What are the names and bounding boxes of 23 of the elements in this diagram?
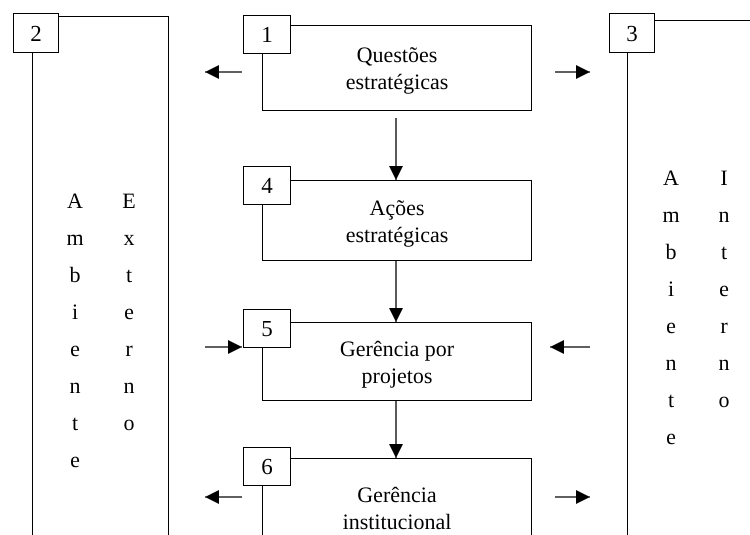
number-tag: 6 [243,447,291,486]
number-tag: 5 [243,309,291,348]
arrow [205,340,242,354]
arrow [555,65,590,79]
number-tag: 1 [243,15,291,54]
arrow [205,65,242,79]
arrow [205,490,242,504]
vertical-label: Externo [121,187,149,437]
box-label: Questões estratégicas [344,41,450,95]
arrow [389,401,403,458]
box-label: Gerência por projetos [338,334,456,388]
number-tag: 2 [13,13,59,53]
vertical-label: Interno [718,164,742,414]
arrow [550,340,590,354]
arrow [389,118,403,180]
vertical-label: Ambiente [662,164,692,451]
arrow [555,490,590,504]
number-tag: 4 [243,166,291,205]
vertical-label: Ambiente [66,187,96,474]
arrow [389,261,403,322]
box-label: Ações estratégicas [344,194,450,248]
box-label: Gerência institucional [342,481,452,535]
number-tag: 3 [609,13,655,53]
